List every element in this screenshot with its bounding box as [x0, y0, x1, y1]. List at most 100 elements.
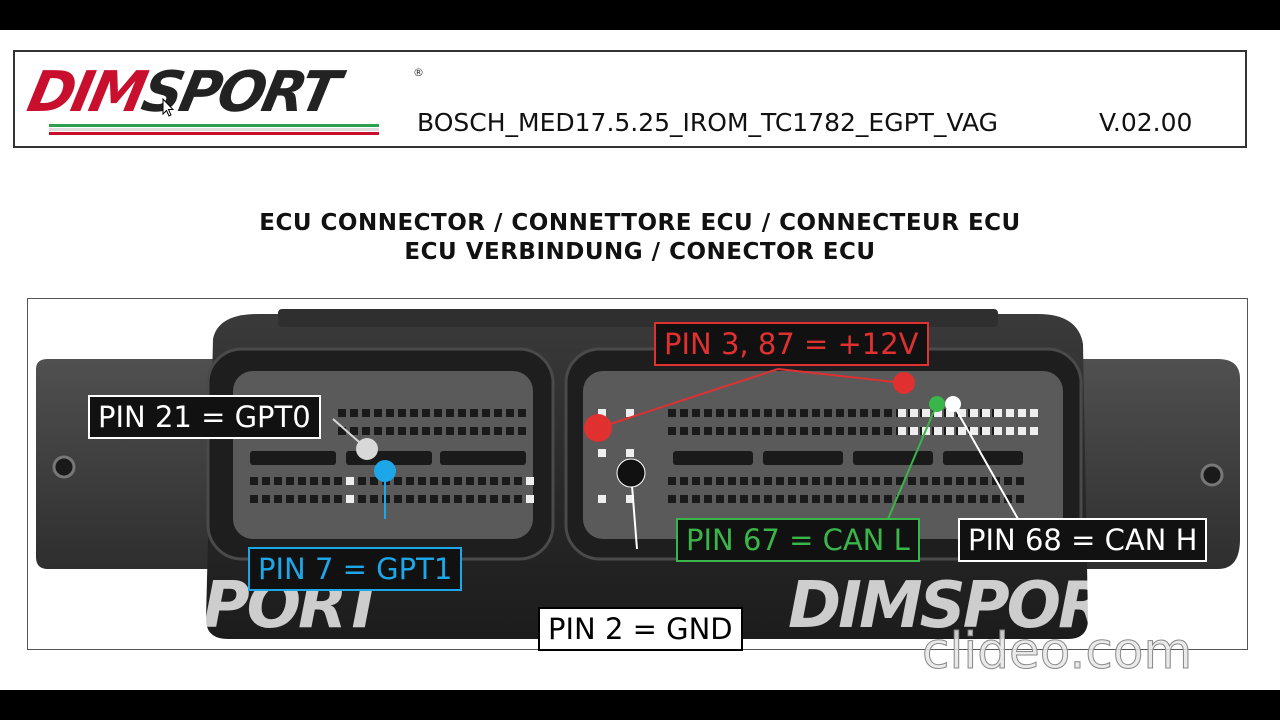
pin-highlight-dot	[616, 458, 646, 488]
pin-highlight-dots	[356, 372, 961, 488]
pin-socket	[956, 495, 964, 503]
callout-leader-line	[597, 368, 779, 429]
pin-socket	[322, 477, 330, 485]
pin-socket	[466, 477, 474, 485]
pin-socket	[836, 409, 844, 417]
pin-socket	[1030, 427, 1038, 435]
pin-socket	[944, 477, 952, 485]
pin-socket	[506, 409, 514, 417]
key-slot	[673, 451, 753, 465]
pin-socket	[692, 427, 700, 435]
pin-socket	[454, 477, 462, 485]
pin-socket	[704, 495, 712, 503]
pin-socket	[526, 477, 534, 485]
pin-socket	[824, 427, 832, 435]
pin-socket	[812, 409, 820, 417]
pin-socket	[394, 495, 402, 503]
pin-socket	[466, 495, 474, 503]
pin-socket	[430, 477, 438, 485]
pin-socket	[824, 409, 832, 417]
pin-socket	[932, 477, 940, 485]
pin-socket	[406, 477, 414, 485]
pin-socket	[386, 409, 394, 417]
callout-leader-line	[887, 403, 938, 520]
pin-socket	[764, 495, 772, 503]
pin-socket	[668, 495, 676, 503]
document-header: DIMSPORT ® BOSCH_MED17.5.25_IROM_TC1782_…	[13, 50, 1247, 148]
pin-socket	[704, 409, 712, 417]
pin-socket	[446, 427, 454, 435]
pin-socket	[716, 409, 724, 417]
pin-socket	[430, 495, 438, 503]
pin-socket	[934, 409, 942, 417]
pin-socket	[478, 495, 486, 503]
pin-highlight-dot	[356, 438, 378, 460]
pin-socket	[470, 427, 478, 435]
pin-socket	[728, 495, 736, 503]
pin-socket	[860, 427, 868, 435]
pin-socket	[824, 495, 832, 503]
pin-socket	[410, 427, 418, 435]
photo-watermark-logo-right: DIMSPORT	[788, 569, 1145, 643]
ecu-connector-photo: DIMSPORT DIMSPORT	[27, 298, 1248, 650]
pin-socket	[418, 477, 426, 485]
pin-socket	[1016, 495, 1024, 503]
key-slot	[250, 451, 336, 465]
pin-socket	[740, 409, 748, 417]
video-watermark: clideo.com	[921, 622, 1193, 681]
pin-socket	[274, 495, 282, 503]
pin-socket	[262, 477, 270, 485]
pin-socket	[374, 427, 382, 435]
pin-socket	[958, 409, 966, 417]
callout-leader-line	[952, 403, 1019, 520]
pin-socket	[994, 409, 1002, 417]
pin-socket	[716, 495, 724, 503]
pin-socket	[370, 495, 378, 503]
pin-socket	[968, 495, 976, 503]
pin-socket	[334, 495, 342, 503]
pin-socket	[776, 409, 784, 417]
pin-socket	[346, 477, 354, 485]
pin-socket	[526, 495, 534, 503]
pin-socket	[680, 495, 688, 503]
pin-socket	[680, 409, 688, 417]
pin-socket	[406, 495, 414, 503]
callout-pin-21: PIN 21 = GPT0	[88, 395, 321, 439]
pin-socket	[442, 477, 450, 485]
pin-socket	[812, 477, 820, 485]
pin-socket	[310, 495, 318, 503]
pin-highlight-dot	[893, 372, 915, 394]
pin-socket	[422, 427, 430, 435]
callout-pin-67: PIN 67 = CAN L	[676, 518, 920, 562]
document-version: V.02.00	[1099, 108, 1193, 137]
pin-socket	[1006, 427, 1014, 435]
pin-socket	[728, 477, 736, 485]
key-slot	[763, 451, 843, 465]
pin-socket	[514, 477, 522, 485]
pin-socket	[514, 495, 522, 503]
pin-socket	[434, 409, 442, 417]
pin-socket	[374, 409, 382, 417]
pin-socket	[338, 409, 346, 417]
pin-socket	[752, 427, 760, 435]
pin-socket	[908, 495, 916, 503]
pin-socket	[386, 427, 394, 435]
pin-socket	[334, 477, 342, 485]
pin-grid	[250, 409, 1038, 503]
pin-socket	[680, 477, 688, 485]
pin-socket	[418, 495, 426, 503]
pin-socket	[250, 495, 258, 503]
pin-socket	[626, 449, 634, 457]
pin-socket	[836, 427, 844, 435]
pin-socket	[502, 477, 510, 485]
key-slot	[440, 451, 526, 465]
pin-socket	[422, 409, 430, 417]
pin-socket	[752, 495, 760, 503]
pin-socket	[752, 477, 760, 485]
callout-pin-7: PIN 7 = GPT1	[248, 547, 463, 591]
pin-socket	[262, 495, 270, 503]
pin-socket	[482, 409, 490, 417]
key-slot	[853, 451, 933, 465]
pin-highlight-dot	[929, 396, 945, 412]
pin-socket	[704, 427, 712, 435]
